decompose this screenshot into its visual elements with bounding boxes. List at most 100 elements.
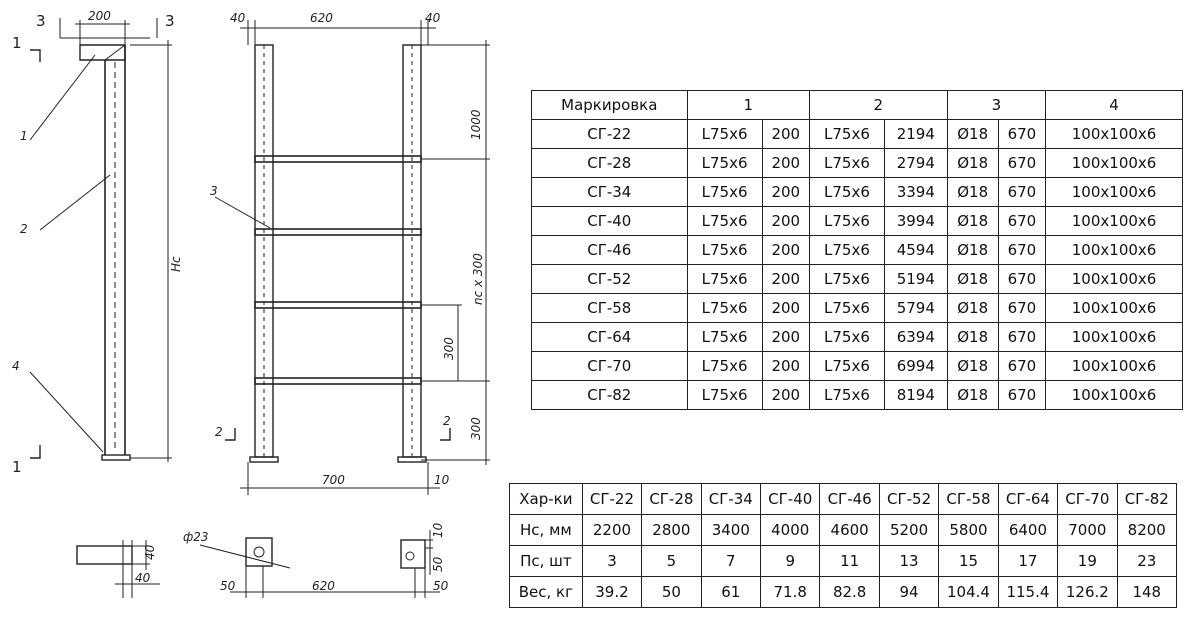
table-cell: Пс, шт xyxy=(509,545,583,577)
table-cell: 6400 xyxy=(997,514,1059,546)
dim-50-right: 50 xyxy=(433,579,449,593)
table-cell: Ø18 xyxy=(946,293,999,323)
table-cell: 200 xyxy=(761,264,810,294)
table-cell: L75x6 xyxy=(808,206,885,236)
table-cell: 8194 xyxy=(883,380,948,410)
table-cell: L75x6 xyxy=(686,148,763,178)
table-cell: L75x6 xyxy=(808,148,885,178)
table-cell: 200 xyxy=(761,206,810,236)
table-cell: 200 xyxy=(761,177,810,207)
table-cell: 670 xyxy=(997,351,1047,381)
table-cell: L75x6 xyxy=(808,119,885,149)
table-cell: Ø18 xyxy=(946,235,999,265)
dim-10: 10 xyxy=(434,473,450,487)
table-cell: 2800 xyxy=(641,514,702,546)
table-cell: 100x100x6 xyxy=(1045,177,1183,207)
table-cell: 4594 xyxy=(883,235,948,265)
table-cell: 9 xyxy=(760,545,821,577)
header-cell: СГ-46 xyxy=(819,483,880,515)
table-header-row: Маркировка 1 2 3 4 xyxy=(531,90,1183,120)
table-cell: 8200 xyxy=(1116,514,1178,546)
table-cell: 23 xyxy=(1116,545,1178,577)
table-cell: L75x6 xyxy=(808,177,885,207)
table-cell: L75x6 xyxy=(808,351,885,381)
table-cell: 100x100x6 xyxy=(1045,322,1183,352)
table-cell: 200 xyxy=(761,119,810,149)
table-cell: СГ-64 xyxy=(531,322,688,352)
table-cell: 15 xyxy=(938,545,999,577)
table-cell: 100x100x6 xyxy=(1045,293,1183,323)
dim-pitch: nc x 300 xyxy=(471,253,485,305)
dim-40-detail-h: 40 xyxy=(135,571,151,585)
table-cell: L75x6 xyxy=(808,293,885,323)
header-cell: СГ-34 xyxy=(700,483,762,515)
table-cell: Ø18 xyxy=(946,206,999,236)
table-cell: 200 xyxy=(761,148,810,178)
header-cell: СГ-28 xyxy=(641,483,702,515)
table-cell: L75x6 xyxy=(686,380,763,410)
callout-1: 1 xyxy=(20,129,28,143)
header-cell: Маркировка xyxy=(531,90,688,120)
dim-40-detail-v: 40 xyxy=(143,544,157,560)
table-cell: 2194 xyxy=(883,119,948,149)
table-cell: 670 xyxy=(997,293,1047,323)
table-cell: 670 xyxy=(997,119,1047,149)
table-cell: Ø18 xyxy=(946,380,999,410)
table-cell: 126.2 xyxy=(1057,576,1118,608)
table-cell: СГ-28 xyxy=(531,148,688,178)
header-cell: СГ-64 xyxy=(997,483,1059,515)
dim-50-left: 50 xyxy=(220,579,236,593)
table-cell: 6994 xyxy=(883,351,948,381)
section-mark-1-top: 1 xyxy=(12,34,22,52)
table-cell: 2794 xyxy=(883,148,948,178)
table-cell: 200 xyxy=(761,235,810,265)
table-cell: Вес, кг xyxy=(509,576,583,608)
table-cell: 3 xyxy=(581,545,643,577)
section-details xyxy=(76,530,440,598)
table-cell: L75x6 xyxy=(686,264,763,294)
table-cell: 5 xyxy=(641,545,702,577)
table-cell: 39.2 xyxy=(581,576,643,608)
table-cell: 100x100x6 xyxy=(1045,264,1183,294)
table-cell: 82.8 xyxy=(819,576,880,608)
table-cell: 100x100x6 xyxy=(1045,206,1183,236)
dim-50-detail: 50 xyxy=(431,556,445,572)
table-cell: L75x6 xyxy=(686,235,763,265)
header-cell: СГ-82 xyxy=(1116,483,1178,515)
table-cell: СГ-52 xyxy=(531,264,688,294)
table-cell: 3394 xyxy=(883,177,948,207)
table-cell: L75x6 xyxy=(686,119,763,149)
header-cell: 2 xyxy=(808,90,948,120)
table-cell: 11 xyxy=(819,545,880,577)
table-cell: L75x6 xyxy=(808,380,885,410)
dim-hc: Hc xyxy=(169,256,183,272)
table-cell: 100x100x6 xyxy=(1045,351,1183,381)
table-cell: 100x100x6 xyxy=(1045,148,1183,178)
table-cell: 200 xyxy=(761,380,810,410)
table-cell: 5194 xyxy=(883,264,948,294)
table-cell: 50 xyxy=(641,576,702,608)
table-cell: 148 xyxy=(1116,576,1178,608)
dim-620-bottom: 620 xyxy=(312,579,335,593)
table-cell: 5200 xyxy=(878,514,940,546)
table-cell: Ø18 xyxy=(946,322,999,352)
table-cell: 670 xyxy=(997,235,1047,265)
table-cell: 670 xyxy=(997,148,1047,178)
table-cell: L75x6 xyxy=(808,264,885,294)
header-cell: 3 xyxy=(946,90,1047,120)
table-cell: 71.8 xyxy=(760,576,821,608)
dim-300-bottom: 300 xyxy=(469,417,483,440)
table-cell: Ø18 xyxy=(946,351,999,381)
table-cell: 100x100x6 xyxy=(1045,119,1183,149)
dim-1000: 1000 xyxy=(469,109,483,140)
table-cell: СГ-82 xyxy=(531,380,688,410)
table-cell: 5800 xyxy=(938,514,999,546)
